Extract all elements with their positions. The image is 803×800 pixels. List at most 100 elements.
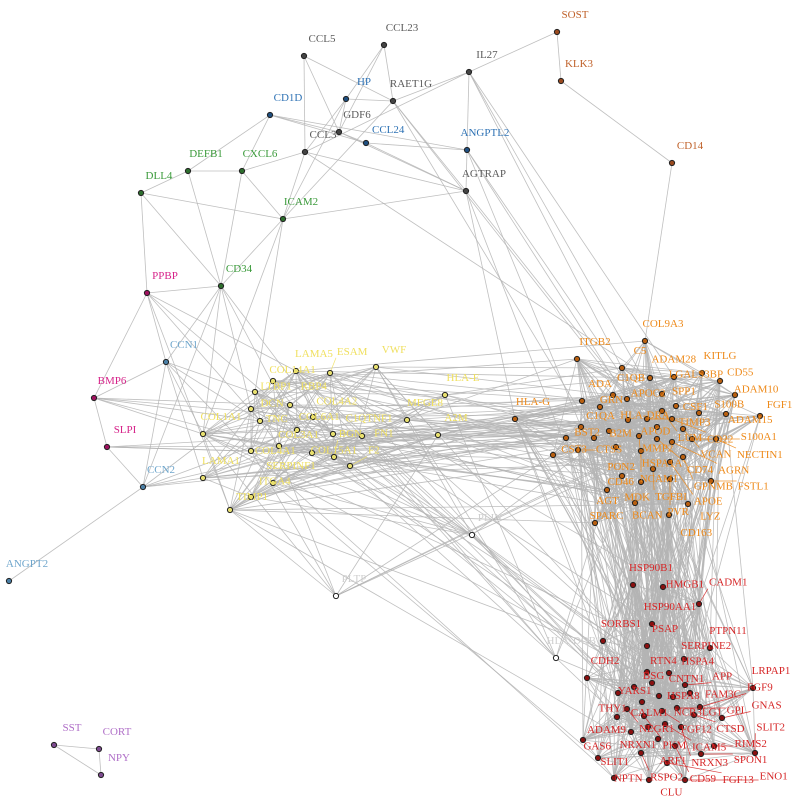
node-fn1[interactable] bbox=[358, 432, 366, 440]
node-cd14[interactable] bbox=[668, 159, 676, 167]
node-sparc[interactable] bbox=[591, 519, 599, 527]
node-negr1[interactable] bbox=[623, 705, 631, 713]
node-ccn2[interactable] bbox=[139, 483, 147, 491]
node-cntn1[interactable] bbox=[648, 679, 656, 687]
node-tnc[interactable] bbox=[256, 417, 264, 425]
node-gas6[interactable] bbox=[579, 736, 587, 744]
node-adam15[interactable] bbox=[722, 410, 730, 418]
node-yars1[interactable] bbox=[614, 689, 622, 697]
node-c1qb[interactable] bbox=[609, 391, 617, 399]
node-apod[interactable] bbox=[624, 416, 632, 424]
node-cd34[interactable] bbox=[217, 282, 225, 290]
node-vcan[interactable] bbox=[679, 425, 687, 433]
node-serpine2[interactable] bbox=[680, 655, 688, 663]
node-cd22[interactable] bbox=[668, 415, 676, 423]
node-hsp90b1[interactable] bbox=[629, 581, 637, 589]
node-col4a2[interactable] bbox=[309, 413, 317, 421]
node-slpi[interactable] bbox=[103, 443, 111, 451]
node-lama1[interactable] bbox=[199, 474, 207, 482]
node-spp1[interactable] bbox=[658, 390, 666, 398]
node-fam3c[interactable] bbox=[686, 689, 694, 697]
node-rims2[interactable] bbox=[710, 742, 718, 750]
node-angpt2[interactable] bbox=[5, 577, 13, 585]
node-cd55[interactable] bbox=[716, 377, 724, 385]
node-app[interactable] bbox=[681, 681, 689, 689]
node-pvr[interactable] bbox=[666, 475, 674, 483]
node-rspo2[interactable] bbox=[637, 749, 645, 757]
node-hla-dra[interactable] bbox=[605, 427, 613, 435]
node-hspa8[interactable] bbox=[655, 692, 663, 700]
node-ctss[interactable] bbox=[574, 446, 582, 454]
node-pon2[interactable] bbox=[612, 443, 620, 451]
node-ppbp[interactable] bbox=[143, 289, 151, 297]
node-angptl2[interactable] bbox=[463, 146, 471, 154]
node-lama5[interactable] bbox=[292, 367, 300, 375]
node-bgn[interactable] bbox=[330, 453, 338, 461]
node-nectin1[interactable] bbox=[712, 435, 720, 443]
node-cdh2[interactable] bbox=[583, 674, 591, 682]
node-ltbp1[interactable] bbox=[251, 388, 259, 396]
node-ccl3[interactable] bbox=[301, 148, 309, 156]
node-esam[interactable] bbox=[326, 369, 334, 377]
node-hla-dqb1[interactable] bbox=[552, 654, 560, 662]
node-hp[interactable] bbox=[342, 95, 350, 103]
node-bst2[interactable] bbox=[562, 434, 570, 442]
node-ccl23[interactable] bbox=[380, 41, 388, 49]
node-grn[interactable] bbox=[596, 403, 604, 411]
node-mdk[interactable] bbox=[637, 478, 645, 486]
node-cd59[interactable] bbox=[671, 742, 679, 750]
node-c1qa[interactable] bbox=[577, 423, 585, 431]
node-kitlg[interactable] bbox=[698, 369, 706, 377]
node-adam28[interactable] bbox=[646, 374, 654, 382]
node-plin[interactable] bbox=[468, 531, 476, 539]
node-lrpap1[interactable] bbox=[749, 684, 757, 692]
node-spon1[interactable] bbox=[697, 750, 705, 758]
node-col6a1[interactable] bbox=[293, 426, 301, 434]
node-lum[interactable] bbox=[658, 407, 666, 415]
node-a2m[interactable] bbox=[434, 431, 442, 439]
node-lyz[interactable] bbox=[684, 500, 692, 508]
node-itgb2[interactable] bbox=[573, 355, 581, 363]
node-pkm[interactable] bbox=[640, 712, 648, 720]
node-ccl5[interactable] bbox=[300, 52, 308, 60]
node-agt[interactable] bbox=[603, 486, 611, 494]
node-bsg[interactable] bbox=[630, 683, 638, 691]
node-cadm1[interactable] bbox=[695, 600, 703, 608]
node-ccl24[interactable] bbox=[362, 139, 370, 147]
node-thy1[interactable] bbox=[613, 713, 621, 721]
node-fgf12[interactable] bbox=[658, 707, 666, 715]
node-hspa1a[interactable] bbox=[635, 432, 643, 440]
node-mfge8[interactable] bbox=[403, 416, 411, 424]
node-agtrap[interactable] bbox=[462, 187, 470, 195]
node-bmp6[interactable] bbox=[90, 394, 98, 402]
node-cst3[interactable] bbox=[549, 451, 557, 459]
node-cd163[interactable] bbox=[665, 511, 673, 519]
node-ncr3lg1[interactable] bbox=[669, 693, 677, 701]
node-il27[interactable] bbox=[465, 68, 473, 76]
node-slit2[interactable] bbox=[751, 749, 759, 757]
node-mmp2[interactable] bbox=[653, 423, 661, 431]
node-gpi[interactable] bbox=[673, 704, 681, 712]
node-ada[interactable] bbox=[578, 397, 586, 405]
node-sorbs1[interactable] bbox=[599, 637, 607, 645]
node-agrn[interactable] bbox=[668, 438, 676, 446]
node-fgf1[interactable] bbox=[756, 412, 764, 420]
node-hsp90aa1[interactable] bbox=[648, 620, 656, 628]
node-sost[interactable] bbox=[553, 28, 561, 36]
node-timp3[interactable] bbox=[643, 415, 651, 423]
node-hmgb1[interactable] bbox=[659, 583, 667, 591]
node-b2m[interactable] bbox=[590, 434, 598, 442]
node-arf1[interactable] bbox=[654, 735, 662, 743]
node-klk3[interactable] bbox=[557, 77, 565, 85]
node-calm1[interactable] bbox=[638, 698, 646, 706]
node-cd1d[interactable] bbox=[266, 111, 274, 119]
node-rtn4[interactable] bbox=[643, 668, 651, 676]
node-sst[interactable] bbox=[50, 741, 58, 749]
node-nrxn3[interactable] bbox=[677, 723, 685, 731]
node-col1a1[interactable] bbox=[199, 430, 207, 438]
node-dcn[interactable] bbox=[247, 405, 255, 413]
node-col3a1[interactable] bbox=[275, 442, 283, 450]
node-fgf13[interactable] bbox=[663, 759, 671, 767]
node-npy[interactable] bbox=[97, 771, 105, 779]
node-cd46[interactable] bbox=[618, 472, 626, 480]
